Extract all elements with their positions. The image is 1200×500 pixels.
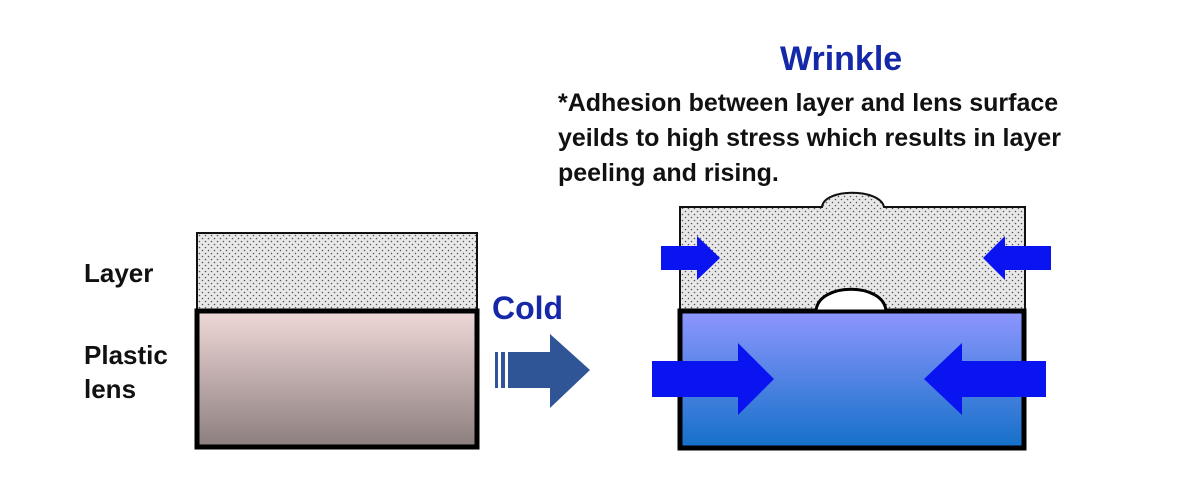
process-arrow	[495, 334, 590, 408]
stress-arrow-lens-right	[924, 343, 1046, 415]
stress-arrow-layer-right	[983, 236, 1051, 280]
wrinkle-note: *Adhesion between layer and lens surface…	[558, 86, 1188, 191]
cold-label: Cold	[492, 290, 564, 326]
stress-arrow-layer-left	[661, 236, 720, 280]
layer-label: Layer	[84, 258, 154, 288]
stress-arrow-lens-left	[652, 343, 774, 415]
note-line: peeling and rising.	[558, 159, 779, 187]
peeling-void	[814, 287, 888, 313]
layer-before	[196, 232, 478, 312]
wrinkle-title: Wrinkle	[780, 40, 903, 78]
note-line: *Adhesion between layer and lens surface	[558, 89, 1059, 117]
plastic-lens-before	[194, 308, 480, 450]
plastic-lens-label-line1: Plastic	[84, 340, 168, 370]
plastic-lens-label-line2: lens	[84, 374, 137, 404]
note-line: yeilds to high stress which results in l…	[558, 124, 1061, 152]
layer-after	[679, 191, 1026, 312]
